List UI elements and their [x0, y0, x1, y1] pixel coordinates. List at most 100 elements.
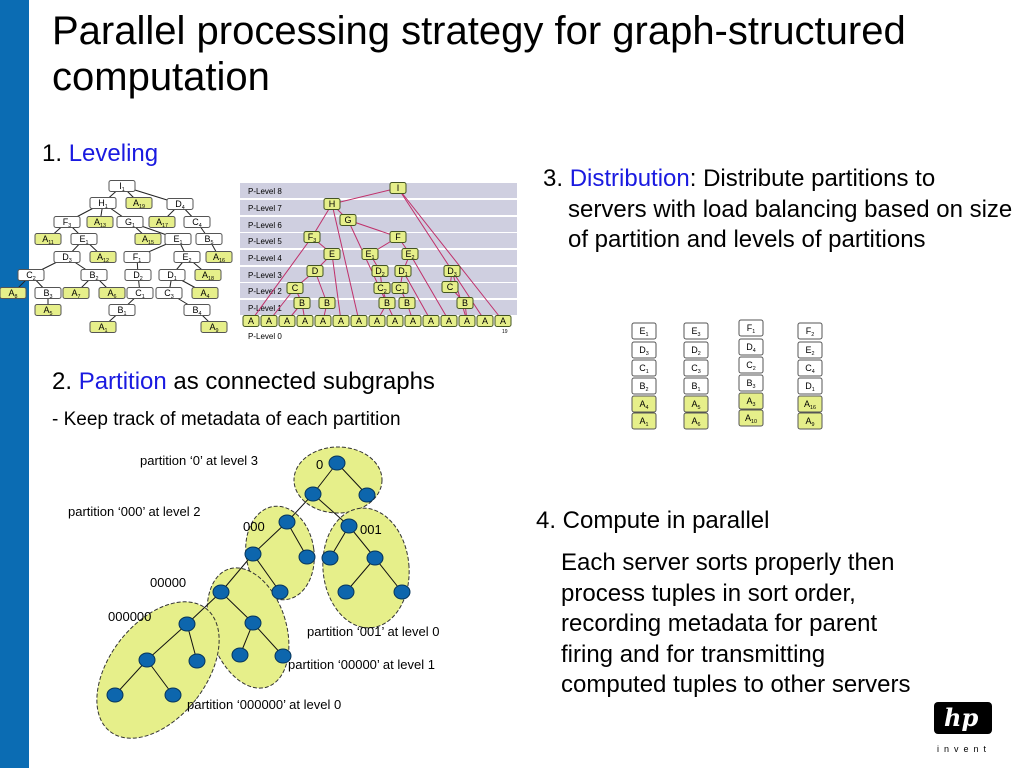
server-4-partition	[797, 359, 823, 377]
level-leaf-node-label: A	[500, 316, 506, 326]
server-1-partition	[631, 341, 657, 359]
server-4-partition-label: E2	[805, 345, 814, 357]
tree-node	[195, 233, 223, 245]
level-node	[303, 231, 321, 243]
tree-node	[62, 287, 90, 299]
level-leaf-node	[404, 315, 422, 327]
server-4-partition-label: C4	[805, 363, 815, 375]
partition-label-p00000: partition ‘00000’ at level 1	[288, 657, 435, 672]
server-1-partition	[631, 359, 657, 377]
level-edge	[397, 187, 504, 322]
level-label: P-Level 4	[248, 254, 282, 263]
tree-node	[53, 251, 81, 263]
tree-node-label: H1	[98, 198, 108, 210]
graph-node	[393, 584, 411, 600]
server-3-partition-label: A3	[746, 396, 755, 408]
tree-node-label: A5	[43, 305, 52, 317]
server-4-partition-label: A9	[805, 416, 814, 428]
server-1-partition	[631, 395, 657, 413]
graph-node	[106, 687, 124, 703]
level-node-label: D2	[375, 266, 385, 278]
graph-node	[178, 616, 196, 632]
server-4-partition	[797, 412, 823, 430]
tree-node	[183, 216, 211, 228]
graph-node	[340, 518, 358, 534]
tree-node	[34, 233, 62, 245]
server-2-partition-label: E3	[691, 326, 700, 338]
tree-node	[34, 287, 62, 299]
graph-node	[321, 550, 339, 566]
level-leaf-node-label: A	[374, 316, 380, 326]
level-leaf-node	[368, 315, 386, 327]
server-3-partition-label: B3	[746, 378, 755, 390]
level-node	[443, 265, 461, 277]
level-leaf-node	[386, 315, 404, 327]
server-3-partition	[738, 338, 764, 356]
tree-node	[89, 321, 117, 333]
level-leaf-node-label: A	[464, 316, 470, 326]
tree-node-label: F3	[63, 217, 72, 229]
level-node-label: C	[447, 282, 454, 292]
server-1-partition-label: C1	[639, 363, 649, 375]
level-node	[361, 248, 379, 260]
tree-node	[200, 321, 228, 333]
tree-node	[86, 216, 114, 228]
level-leaf-node-label: A	[320, 316, 326, 326]
level-leaf-node	[260, 315, 278, 327]
partition-label-n00000: 00000	[150, 575, 186, 590]
level-label: P-Level 3	[248, 271, 282, 280]
section-text: : Distribute partitions to servers with …	[568, 165, 1013, 253]
tree-node-label: D2	[133, 270, 143, 282]
partition-label-p000000: partition ‘000000’ at level 0	[187, 697, 341, 712]
level-label: P-Level 5	[248, 237, 282, 246]
level-node-label: H	[329, 199, 336, 209]
tree-node	[80, 269, 108, 281]
tree-node-label: A1	[98, 322, 107, 334]
section-2-subtext: - Keep track of metadata of each partiti…	[52, 409, 401, 430]
graph-node	[188, 653, 206, 669]
graph-node	[304, 486, 322, 502]
level-node	[286, 282, 304, 294]
graph-node	[231, 647, 249, 663]
tree-node-label: A9	[209, 322, 218, 334]
tree-node	[164, 233, 192, 245]
tree-node-label: E2	[182, 252, 191, 264]
level-label: P-Level 6	[248, 221, 282, 230]
level-node-label: B	[299, 298, 305, 308]
level-node	[323, 198, 341, 210]
graph-node	[164, 687, 182, 703]
tree-node-label: A7	[71, 288, 80, 300]
level-node	[441, 281, 459, 293]
graph-node	[366, 550, 384, 566]
level-leaf-node-label: A	[446, 316, 452, 326]
hp-logo: hp	[934, 702, 992, 734]
level-edge	[451, 270, 468, 322]
level-node	[389, 182, 407, 194]
level-label: P-Level 2	[248, 287, 282, 296]
hp-logo-mark: hp	[944, 703, 979, 732]
level-node	[378, 297, 396, 309]
level-leaf-node-label: A	[356, 316, 362, 326]
tree-node	[17, 269, 45, 281]
tree-node	[123, 251, 151, 263]
tree-node-label: A11	[42, 234, 54, 246]
tree-node	[34, 304, 62, 316]
graph-node	[328, 455, 346, 471]
server-3-partition-label: F1	[747, 323, 756, 335]
tree-node-label: D3	[62, 252, 72, 264]
partition-edge	[312, 493, 350, 527]
level-node-label: E	[329, 249, 335, 259]
tree-node-label: A8	[8, 288, 17, 300]
level-node-label: B	[384, 298, 390, 308]
level-leaf-node-label: A	[302, 316, 308, 326]
server-2-partition	[683, 322, 709, 340]
tree-node	[89, 251, 117, 263]
level-leaf-node-label: A	[338, 316, 344, 326]
server-3-partition	[738, 392, 764, 410]
tree-node	[108, 180, 136, 192]
level-leaf-node-label: A	[392, 316, 398, 326]
partition-label-n001: 001	[360, 522, 382, 537]
server-2-partition-label: B1	[691, 381, 700, 393]
level-leaf-node	[332, 315, 350, 327]
level-node-label: D1	[398, 266, 408, 278]
